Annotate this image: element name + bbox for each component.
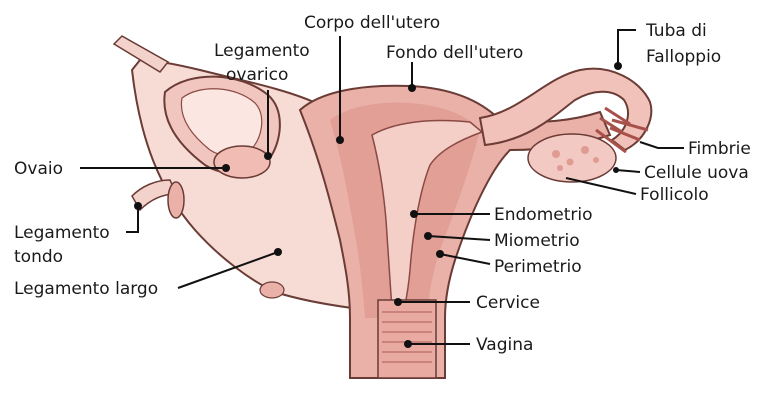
label-corpo-utero: Corpo dell'utero [304, 13, 440, 33]
label-cervice: Cervice [476, 293, 540, 313]
left-ovary [214, 146, 270, 178]
label-follicolo: Follicolo [640, 185, 709, 205]
label-ovaio: Ovaio [14, 159, 63, 179]
label-legamento-ovarico-line1: Legamento [214, 41, 310, 61]
label-vagina: Vagina [476, 335, 533, 355]
label-tuba-line2: Falloppio [646, 47, 721, 67]
label-legamento-tondo-line1: Legamento [14, 223, 110, 243]
label-legamento-largo: Legamento largo [14, 279, 158, 299]
label-fimbrie: Fimbrie [688, 139, 751, 159]
label-miometrio: Miometrio [494, 231, 580, 251]
round-ligament-end [168, 182, 184, 218]
right-ovary [528, 134, 616, 182]
ligament-blob [260, 282, 284, 298]
label-legamento-tondo-line2: tondo [14, 247, 63, 267]
label-cellule-uova: Cellule uova [644, 163, 749, 183]
label-legamento-ovarico-line2: ovarico [226, 65, 288, 85]
label-tuba-line1: Tuba di [645, 21, 707, 41]
label-fondo-utero: Fondo dell'utero [386, 43, 523, 63]
label-endometrio: Endometrio [494, 205, 593, 225]
label-perimetrio: Perimetrio [494, 257, 582, 277]
